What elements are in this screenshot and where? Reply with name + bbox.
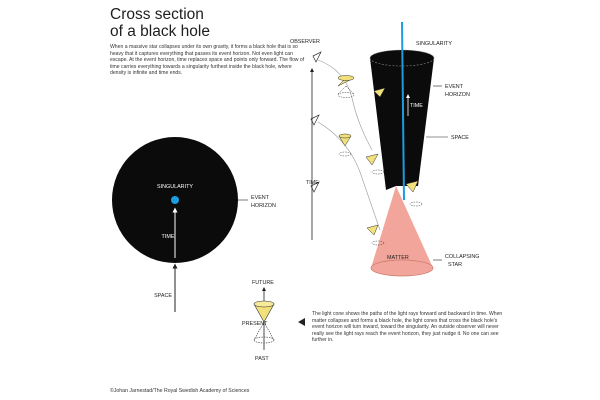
right-singularity-label: SINGULARITY bbox=[416, 41, 452, 47]
right-spacetime-diagram: SINGULARITY TIME EVENT HORIZON SPACE COL… bbox=[290, 21, 479, 277]
inner-time-label: TIME bbox=[410, 103, 423, 109]
observer-icon-middle bbox=[310, 114, 320, 126]
right-event-label-2: HORIZON bbox=[445, 92, 470, 98]
collapsing-label-2: STAR bbox=[448, 262, 462, 268]
future-cone-top bbox=[253, 300, 275, 308]
observer-label: OBSERVER bbox=[290, 39, 320, 45]
light-cone-2 bbox=[373, 87, 386, 98]
black-hole-cylinder bbox=[370, 58, 434, 190]
light-cone-legend: FUTURE PRESENT PAST bbox=[242, 280, 305, 362]
future-label: FUTURE bbox=[252, 280, 274, 286]
left-space-label: SPACE bbox=[154, 293, 172, 299]
present-label: PRESENT bbox=[242, 321, 268, 327]
matter-base-ellipse bbox=[370, 259, 434, 277]
left-singularity-label: SINGULARITY bbox=[157, 184, 193, 190]
light-ray-1 bbox=[317, 59, 373, 151]
matter-cone bbox=[371, 186, 433, 268]
caption-pointer bbox=[298, 318, 305, 326]
light-cone-4 bbox=[365, 153, 385, 175]
credit-line: ©Johan Jarnestad/The Royal Swedish Acade… bbox=[110, 388, 250, 394]
past-label: PAST bbox=[255, 356, 269, 362]
right-space-label: SPACE bbox=[451, 135, 469, 141]
left-black-hole: SINGULARITY TIME SPACE EVENT HORIZON bbox=[112, 137, 276, 312]
past-cone-bottom bbox=[253, 336, 275, 344]
past-cone bbox=[253, 321, 275, 341]
light-cone-5 bbox=[405, 180, 423, 207]
left-event-label-2: HORIZON bbox=[251, 203, 276, 209]
collapsing-label-1: COLLAPSING bbox=[445, 254, 479, 260]
time-axis-label: TIME bbox=[306, 180, 319, 186]
singularity-dot bbox=[171, 196, 179, 204]
left-event-label-1: EVENT bbox=[251, 195, 270, 201]
title-line-1: Cross section bbox=[110, 6, 204, 23]
right-event-label-1: EVENT bbox=[445, 84, 464, 90]
light-ray-2 bbox=[317, 121, 381, 231]
title-line-2: of a black hole bbox=[110, 23, 210, 40]
intro-text: When a massive star collapses under its … bbox=[110, 44, 305, 77]
light-cone-6 bbox=[366, 224, 385, 246]
light-cone-1 bbox=[337, 75, 355, 98]
left-time-label: TIME bbox=[162, 234, 175, 240]
light-cone-caption: The light cone shows the paths of the li… bbox=[312, 311, 503, 344]
matter-label: MATTER bbox=[387, 255, 409, 261]
light-cone-3 bbox=[338, 133, 352, 157]
observer-icon-bottom bbox=[310, 181, 320, 193]
page-title: Cross section of a black hole bbox=[110, 6, 210, 40]
observer-icon-top bbox=[312, 51, 322, 63]
singularity-line bbox=[401, 21, 405, 201]
